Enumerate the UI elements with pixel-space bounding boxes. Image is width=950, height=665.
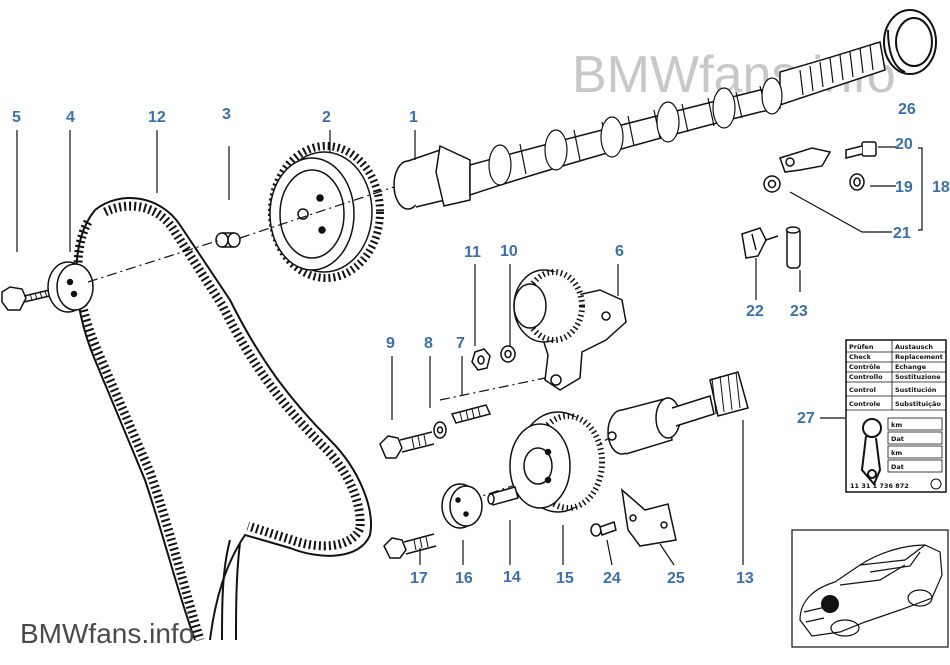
tensioner-6 <box>513 269 627 391</box>
nut-11 <box>471 348 491 371</box>
service-label-27: Prüfen Austausch Check Replacement Contr… <box>845 339 947 493</box>
label-row-4-left: Controllo <box>849 373 883 381</box>
car-inset <box>791 529 949 648</box>
label-row-5-left: Control <box>849 386 876 394</box>
label-row-3-left: Contrôle <box>849 363 881 371</box>
label-row-6-right: Substituição <box>895 400 941 408</box>
callout-10: 10 <box>500 243 518 260</box>
label-field-2: Dat <box>891 435 904 443</box>
camshaft-1 <box>393 41 886 210</box>
screw-24 <box>590 521 617 537</box>
callout-8: 8 <box>424 335 433 352</box>
plate-25 <box>620 488 677 547</box>
leader-lines <box>16 130 923 566</box>
callout-2: 2 <box>322 109 331 126</box>
timing-belt <box>73 197 372 642</box>
callout-3: 3 <box>222 106 231 123</box>
intermediate-shaft-13 <box>607 371 749 455</box>
washer-10 <box>500 345 516 363</box>
callout-26: 26 <box>898 101 916 118</box>
label-field-1: km <box>891 421 902 429</box>
bolt-20 <box>845 141 877 159</box>
callout-17: 17 <box>410 570 428 587</box>
clip-22 <box>741 227 779 259</box>
label-row-2-left: Check <box>849 353 872 361</box>
watermark-bottom: BMWfans.info <box>20 618 194 649</box>
callout-7: 7 <box>456 335 465 352</box>
callout-25: 25 <box>667 570 685 587</box>
label-row-6-left: Controle <box>849 400 881 408</box>
callout-24: 24 <box>603 570 621 587</box>
bolt-9 <box>379 431 435 459</box>
callout-21: 21 <box>893 225 911 242</box>
callout-15: 15 <box>556 570 574 587</box>
label-row-1-left: Prüfen <box>849 343 874 351</box>
callout-27: 27 <box>797 410 815 427</box>
label-row-1-right: Austausch <box>895 343 933 351</box>
callout-6: 6 <box>615 243 624 260</box>
pin-23 <box>785 226 801 269</box>
hub-16 <box>441 483 483 529</box>
bmw-roundel-icon <box>930 478 942 490</box>
seal-ring-26 <box>883 9 937 75</box>
washer-21 <box>763 175 781 193</box>
callouts: 5 4 12 3 2 1 26 20 19 18 21 22 23 11 10 … <box>12 101 950 587</box>
label-field-4: Dat <box>891 463 904 471</box>
label-field-3: km <box>891 449 902 457</box>
callout-22: 22 <box>746 303 764 320</box>
cam-sprocket-2 <box>268 142 384 282</box>
callout-5: 5 <box>12 109 21 126</box>
callout-4: 4 <box>66 109 75 126</box>
location-marker-icon <box>821 595 839 613</box>
rocker-arm-20 <box>779 147 832 173</box>
hub-4 <box>47 261 94 313</box>
label-row-3-right: Echange <box>895 363 927 371</box>
callout-14: 14 <box>503 569 521 586</box>
label-row-4-right: Sostituzione <box>895 373 941 381</box>
idler-pulley-15 <box>509 411 605 513</box>
callout-11: 11 <box>464 244 481 261</box>
callout-9: 9 <box>386 335 395 352</box>
callout-16: 16 <box>455 570 473 587</box>
bolt-17 <box>383 533 437 559</box>
callout-1: 1 <box>409 109 418 126</box>
label-row-5-right: Sustitución <box>895 386 937 394</box>
callout-18: 18 <box>932 179 950 196</box>
nut-19 <box>849 173 865 191</box>
washer-8 <box>433 421 447 439</box>
callout-13: 13 <box>736 570 754 587</box>
label-part-number: 11 31 1 736 872 <box>850 482 909 490</box>
callout-20: 20 <box>895 136 913 153</box>
label-row-2-right: Replacement <box>895 353 943 361</box>
dowel-3 <box>215 232 241 248</box>
pin-14 <box>487 486 519 506</box>
stud-7 <box>450 404 492 424</box>
callout-19: 19 <box>895 179 913 196</box>
callout-12: 12 <box>148 109 166 126</box>
callout-23: 23 <box>790 303 808 320</box>
